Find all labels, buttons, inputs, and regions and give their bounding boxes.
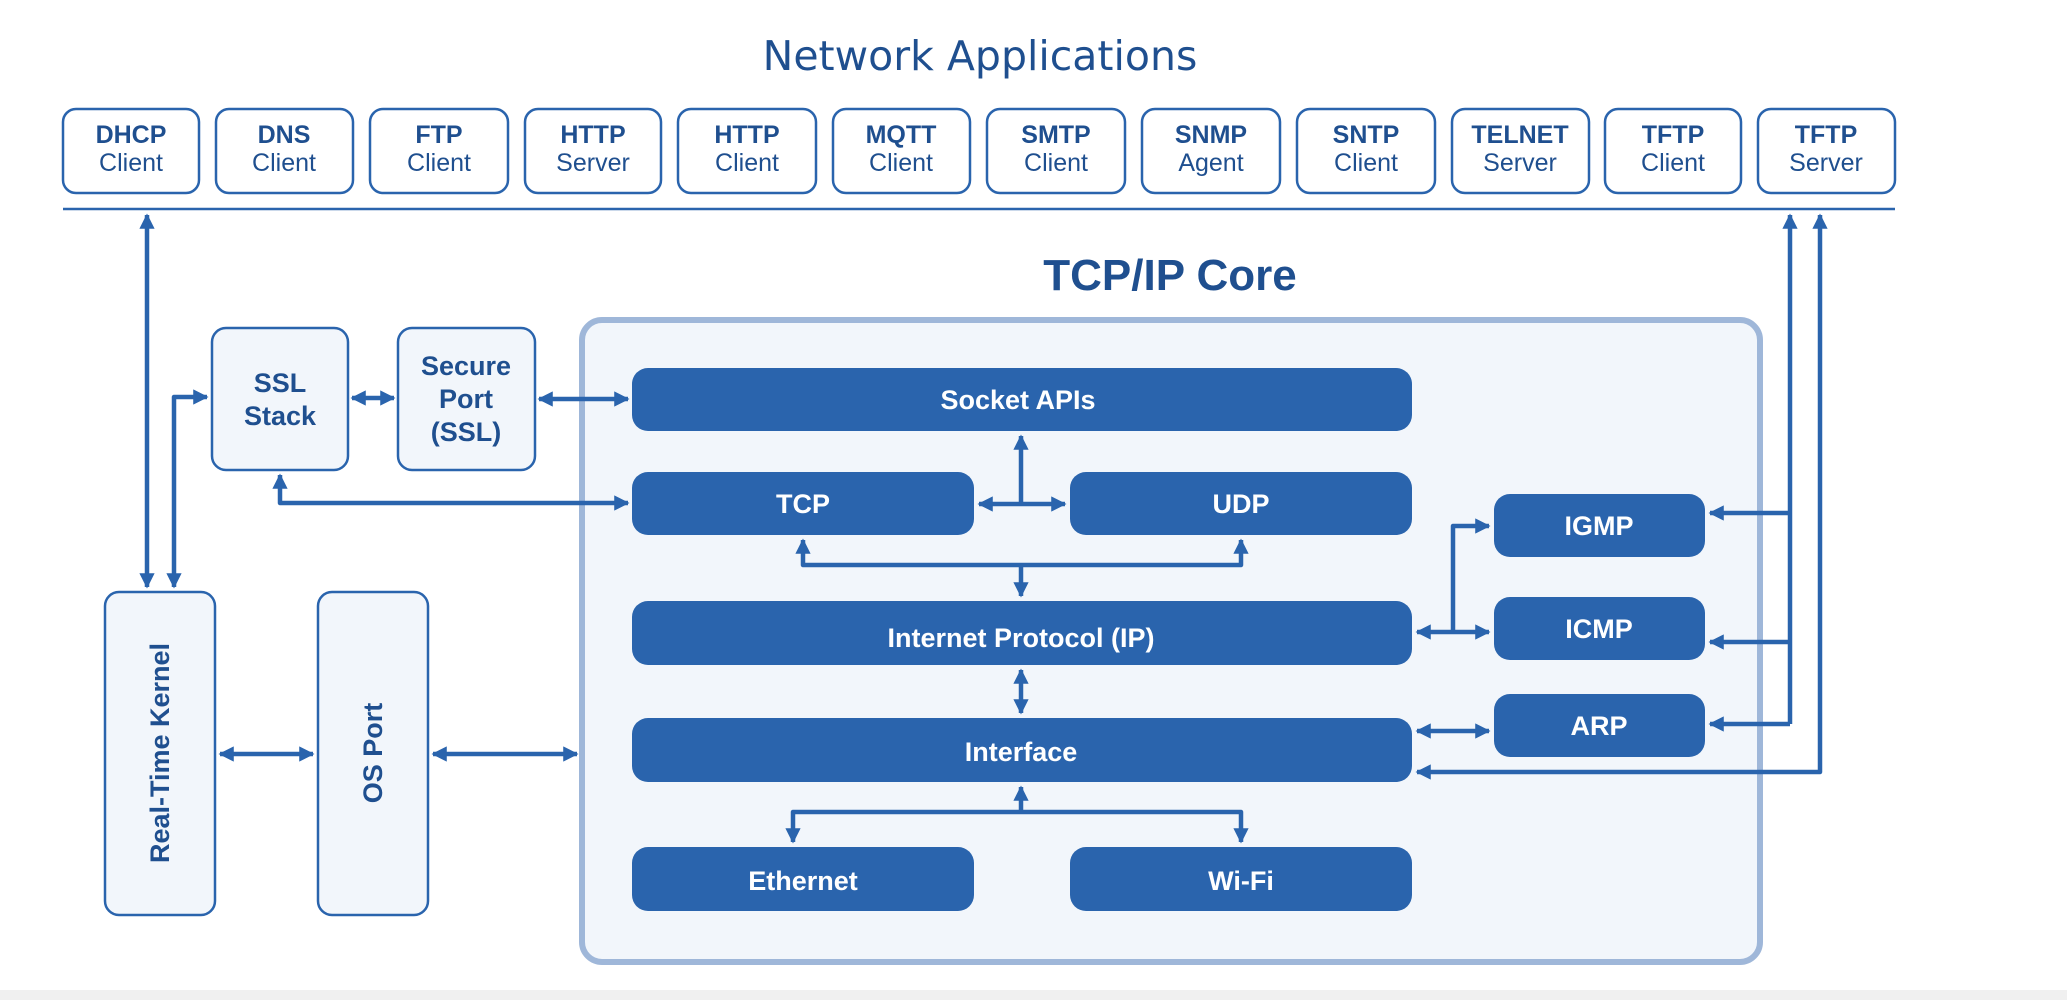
arp-block: ARP — [1494, 694, 1705, 757]
interface-label: Interface — [965, 737, 1078, 767]
app-label-line2: Client — [99, 149, 163, 177]
app-label-line1: SMTP — [1021, 121, 1090, 149]
app-http-server: HTTP Server — [523, 107, 663, 195]
app-label-line2: Client — [252, 149, 316, 177]
tcp-label: TCP — [776, 489, 830, 519]
app-ftp-client: FTP Client — [368, 107, 510, 195]
tcp-block: TCP — [632, 472, 974, 535]
ssl-tcp-arrow — [272, 473, 630, 511]
igmp-block: IGMP — [1494, 494, 1705, 557]
os-port-block: OS Port — [316, 590, 430, 917]
app-label-line2: Client — [869, 149, 933, 177]
app-dhcp-client: DHCP Client — [61, 107, 201, 195]
secure-port-block: Secure Port (SSL) — [396, 326, 537, 472]
app-label-line2: Server — [556, 149, 630, 177]
udp-label: UDP — [1212, 489, 1269, 519]
app-dns-client: DNS Client — [214, 107, 355, 195]
ethernet-label: Ethernet — [748, 866, 858, 896]
real-time-kernel-block: Real-Time Kernel — [103, 590, 217, 917]
connectors — [139, 213, 1828, 844]
app-label-line1: MQTT — [866, 121, 937, 149]
wifi-label: Wi-Fi — [1208, 866, 1274, 896]
secure-port-label-line2: Port — [439, 384, 493, 414]
ethernet-block: Ethernet — [632, 847, 974, 911]
igmp-label: IGMP — [1564, 511, 1633, 541]
app-tftp-server: TFTP Server — [1756, 107, 1897, 195]
ssl-stack-label-line1: SSL — [254, 368, 307, 398]
secure-port-label-line1: Secure — [421, 351, 511, 381]
socket-apis-label: Socket APIs — [940, 385, 1095, 415]
os-port-label: OS Port — [358, 703, 388, 804]
app-telnet-server: TELNET Server — [1450, 107, 1591, 195]
icmp-block: ICMP — [1494, 597, 1705, 660]
app-label-line2: Server — [1483, 149, 1557, 177]
ssl-stack-label-line2: Stack — [244, 401, 317, 431]
application-boxes: DHCP Client DNS Client FTP Client HTTP S… — [61, 107, 1897, 195]
footer-strip — [0, 990, 2067, 1000]
app-label-line2: Client — [1024, 149, 1088, 177]
internet-protocol-block: Internet Protocol (IP) — [632, 601, 1412, 665]
app-label-line1: TFTP — [1795, 121, 1858, 149]
app-label-line1: HTTP — [714, 121, 779, 149]
app-label-line1: DNS — [258, 121, 311, 149]
tcpip-core-title: TCP/IP Core — [1043, 251, 1296, 300]
arp-label: ARP — [1570, 711, 1627, 741]
kernel-ssl-arrow — [166, 389, 209, 589]
interface-block: Interface — [632, 718, 1412, 782]
app-snmp-agent: SNMP Agent — [1140, 107, 1282, 195]
app-label-line1: HTTP — [560, 121, 625, 149]
apps-interface-arrow — [1415, 213, 1828, 780]
icmp-label: ICMP — [1565, 614, 1633, 644]
app-label-line1: SNTP — [1333, 121, 1400, 149]
secure-port-label-line3: (SSL) — [431, 417, 502, 447]
ssl-stack-block: SSL Stack — [210, 326, 350, 472]
app-sntp-client: SNTP Client — [1295, 107, 1437, 195]
app-label-line2: Client — [407, 149, 471, 177]
udp-block: UDP — [1070, 472, 1412, 535]
app-tftp-client: TFTP Client — [1603, 107, 1743, 195]
network-applications-title: Network Applications — [763, 32, 1198, 80]
app-label-line1: FTP — [415, 121, 462, 149]
app-label-line2: Agent — [1178, 149, 1243, 177]
app-label-line2: Client — [715, 149, 779, 177]
app-label-line1: TFTP — [1642, 121, 1705, 149]
interface-link-bus — [785, 809, 1249, 844]
app-label-line1: SNMP — [1175, 121, 1247, 149]
app-label-line1: TELNET — [1471, 121, 1568, 149]
app-label-line1: DHCP — [96, 121, 167, 149]
internet-protocol-label: Internet Protocol (IP) — [887, 623, 1154, 653]
app-smtp-client: SMTP Client — [985, 107, 1127, 195]
app-label-line2: Client — [1641, 149, 1705, 177]
app-label-line2: Server — [1789, 149, 1863, 177]
app-http-client: HTTP Client — [676, 107, 818, 195]
real-time-kernel-label: Real-Time Kernel — [145, 643, 175, 863]
socket-apis-block: Socket APIs — [632, 368, 1412, 431]
app-label-line2: Client — [1334, 149, 1398, 177]
wifi-block: Wi-Fi — [1070, 847, 1412, 911]
app-mqtt-client: MQTT Client — [831, 107, 972, 195]
